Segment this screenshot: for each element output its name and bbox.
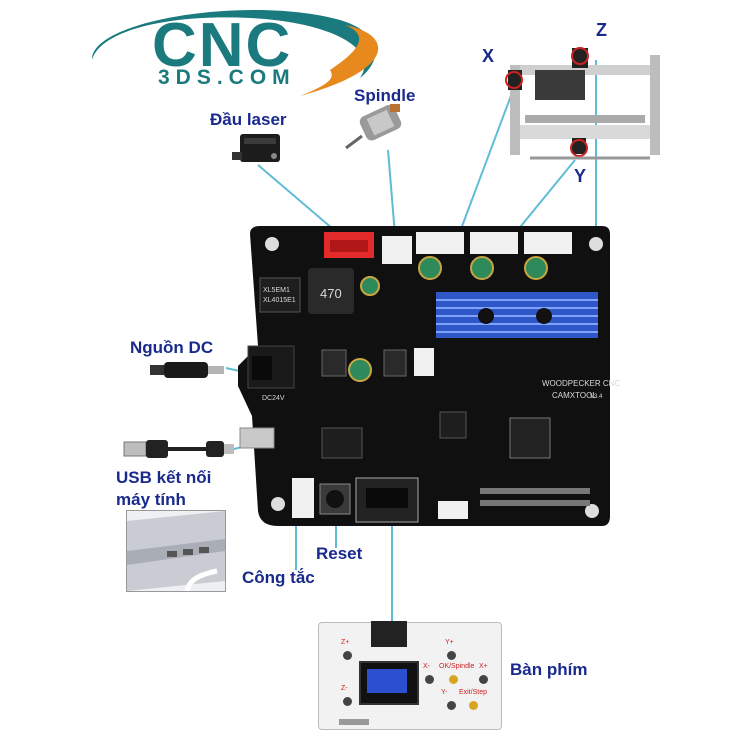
microcontroller (509, 417, 551, 459)
label-laser: Đầu laser (210, 110, 287, 129)
capacitor (360, 276, 380, 296)
switch-connector (292, 478, 314, 518)
y-motor-connector (470, 232, 518, 254)
svg-text:470: 470 (320, 286, 342, 301)
svg-text:XL5EM1: XL5EM1 (263, 287, 290, 294)
keypad-connector (371, 621, 407, 647)
capacitor (348, 358, 372, 382)
svg-text:XL4015E1: XL4015E1 (263, 297, 296, 304)
laptop-image (127, 511, 225, 591)
key-xminus[interactable] (425, 675, 434, 684)
key-zminus[interactable] (343, 697, 352, 706)
logo-swoosh (91, 9, 379, 96)
limit-connector (438, 501, 468, 519)
keypad-foot (339, 719, 369, 725)
svg-text:V3.4: V3.4 (590, 394, 603, 400)
usb-chip (321, 427, 363, 459)
driver-chip (439, 411, 467, 439)
mount-hole (271, 497, 285, 511)
logo-main-text: CNC (152, 11, 293, 80)
laptop-inset (126, 510, 226, 592)
dc-plug-image (150, 362, 224, 378)
mount-hole (589, 237, 603, 251)
label-keypad: Bàn phím (510, 660, 588, 679)
key-yminus-label: Y- (441, 689, 448, 696)
key-yplus-label: Y+ (445, 639, 454, 646)
x-motor-connector (416, 232, 464, 254)
key-xplus-label: X+ (479, 663, 488, 670)
fan-connector (414, 348, 434, 376)
inductor (308, 268, 354, 314)
key-yminus[interactable] (447, 701, 456, 710)
axis-x-label: X (482, 46, 495, 66)
label-reset: Reset (316, 544, 363, 563)
usb-cable-image (123, 440, 234, 458)
usb-port (239, 427, 275, 449)
cnc-machine-image (505, 47, 660, 160)
label-spindle: Spindle (354, 86, 416, 105)
key-xplus[interactable] (479, 675, 488, 684)
key-exit[interactable] (469, 701, 478, 710)
mosfet (321, 349, 347, 377)
regulator-chip (259, 277, 301, 313)
mosfet (383, 349, 407, 377)
label-usb-line2: máy tính (116, 490, 186, 509)
svg-text:WOODPECKER CNC: WOODPECKER CNC (542, 379, 620, 388)
capacitor (470, 256, 494, 280)
capacitor (418, 256, 442, 280)
key-zminus-label: Z- (341, 685, 348, 692)
key-zplus-label: Z+ (341, 639, 350, 646)
spindle-connector (382, 236, 412, 264)
svg-text:DC24V: DC24V (262, 395, 285, 402)
label-dc: Nguồn DC (130, 338, 214, 357)
spindle-image (345, 104, 402, 150)
svg-text:CAMXTOOL: CAMXTOOL (552, 391, 597, 400)
capacitor (524, 256, 548, 280)
axis-z-label: Z (596, 20, 607, 40)
laser-head-image (232, 134, 280, 162)
label-usb-line1: USB kết nối (116, 468, 212, 487)
key-zplus[interactable] (343, 651, 352, 660)
controller-board: 470 XL5EM1 XL4015E1 DC24V WOODPECKER CNC… (238, 226, 620, 526)
mount-hole (585, 504, 599, 518)
axis-y-label: Y (574, 166, 587, 186)
logo-sub-text: 3DS.COM (158, 66, 296, 89)
key-ok[interactable] (449, 675, 458, 684)
z-motor-connector (524, 232, 572, 254)
key-yplus[interactable] (447, 651, 456, 660)
keypad-lcd (359, 661, 419, 705)
mount-hole (265, 237, 279, 251)
label-switch: Công tắc (242, 568, 315, 587)
key-exit-label: Exit/Step (459, 689, 488, 696)
key-ok-label: OK/Spindle (439, 663, 475, 670)
key-xminus-label: X- (423, 663, 430, 670)
keypad-module: Z+ Z- Y+ X- OK/Spindle X+ Y- Exit/Step (318, 621, 502, 730)
